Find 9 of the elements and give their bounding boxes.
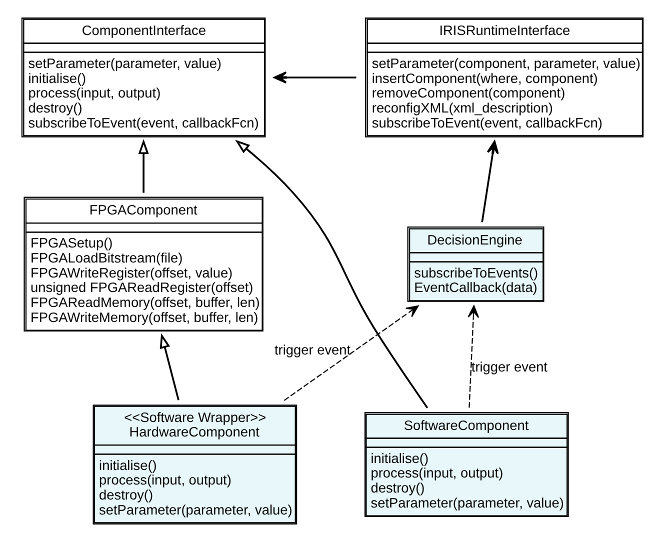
edge-label: trigger event: [274, 342, 351, 358]
arrow: [160, 333, 180, 400]
arrow: [138, 138, 149, 193]
arrow: [235, 140, 428, 408]
arrow: [468, 305, 480, 408]
arrow: [274, 71, 356, 84]
arrow: [481, 140, 499, 222]
edge-label: trigger event: [471, 360, 548, 375]
arrow: [284, 305, 419, 401]
